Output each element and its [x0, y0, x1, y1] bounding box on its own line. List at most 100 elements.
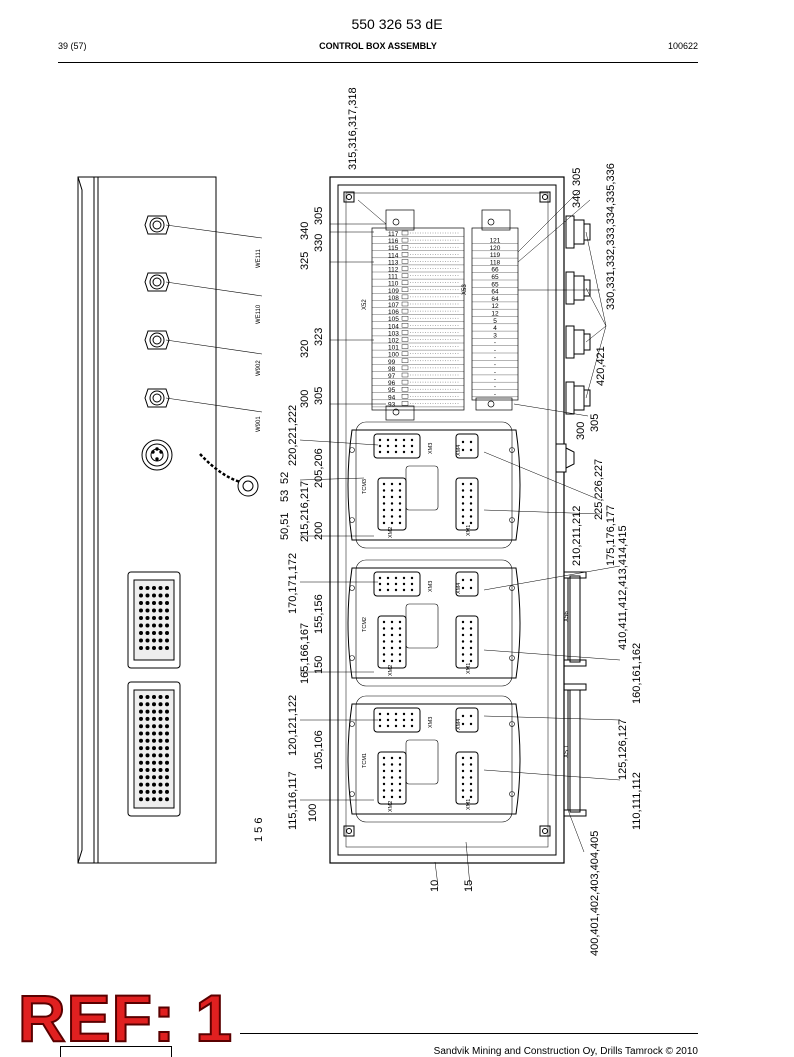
multipin-connector-small	[127, 571, 181, 669]
pin-dot	[165, 608, 169, 613]
callout-170: 170,171,172	[287, 553, 299, 614]
pin-dot	[145, 760, 150, 765]
pin-dot	[152, 731, 156, 736]
pin-dot	[145, 746, 150, 751]
pin-dot	[165, 702, 169, 707]
label-xm2: XM2	[388, 527, 394, 538]
callout-215: 215,216,217	[299, 481, 311, 542]
pin-dot	[145, 695, 150, 699]
pin-dot	[158, 738, 163, 743]
terminal-left-label: 96	[388, 380, 396, 387]
label-xm2: XM2	[388, 801, 394, 812]
label-xm2: XM2	[388, 665, 394, 676]
pin-dot	[139, 731, 143, 736]
pin-dot	[139, 782, 143, 787]
header-rule	[58, 62, 698, 63]
callout-165: 165,166,167	[299, 623, 311, 684]
side-panel	[77, 176, 217, 864]
pin-dot	[158, 789, 163, 794]
pin-dot	[152, 709, 156, 714]
terminal-left-label: 112	[388, 267, 399, 274]
pin-dot	[158, 601, 163, 605]
terminal-right-label: -	[494, 384, 496, 391]
pin-dot	[158, 623, 163, 628]
pin-dot	[158, 716, 163, 721]
label-w902: W902	[256, 360, 262, 376]
pin-dot	[165, 782, 169, 787]
callout-325: 325	[299, 252, 311, 270]
pin-dot	[152, 789, 156, 794]
terminal-right-label: 12	[491, 311, 499, 318]
pin-dot	[145, 623, 150, 628]
document-number: 550 326 53 dE	[351, 16, 443, 32]
connector-diagnostic	[141, 439, 173, 471]
callout-305c: 305	[589, 414, 601, 432]
terminal-right-label: 5	[493, 318, 497, 325]
pin-dot	[165, 731, 169, 736]
callout-210: 210,211,212	[571, 506, 583, 566]
pin-dot	[139, 601, 143, 605]
callout-305d: 305	[571, 168, 583, 186]
pin-dot	[145, 716, 150, 721]
pin-dot	[139, 797, 143, 802]
pin-dot	[165, 797, 169, 802]
leader-lines	[299, 189, 621, 887]
label-tcm2: TCM2	[362, 617, 368, 632]
callout-105: 105,106	[313, 730, 325, 770]
pin-dot	[158, 702, 163, 707]
label-we110: WE110	[256, 304, 262, 324]
pin-dot	[152, 702, 156, 707]
pin-dot	[165, 709, 169, 714]
callout-125: 125,126,127	[617, 719, 629, 780]
pin-dot	[165, 695, 169, 699]
pin-dot	[139, 709, 143, 714]
pin-dot	[139, 746, 143, 751]
callout-200: 200	[313, 522, 325, 540]
pin-dot	[139, 695, 143, 699]
pin-dot	[158, 616, 163, 620]
pin-dot	[165, 738, 169, 743]
revision-number: 100622	[667, 41, 698, 51]
rail-x56	[563, 571, 587, 667]
pin-dot	[145, 731, 150, 736]
callout-300a: 300	[299, 390, 311, 408]
pin-dot	[145, 724, 150, 729]
terminal-left-label: 100	[388, 352, 399, 359]
pin-dot	[152, 695, 156, 699]
pin-dot	[158, 782, 163, 787]
pin-dot	[152, 738, 156, 743]
pin-dot	[158, 746, 163, 751]
label-xm4: XM4	[456, 583, 462, 594]
callout-205: 205,206	[313, 448, 325, 488]
pin-dot	[145, 709, 150, 714]
callouts: 315,316,317,318 305 340 330 325 320 323 …	[253, 87, 643, 956]
label-xm4: XM4	[456, 719, 462, 730]
callout-156: 1 5 6	[253, 818, 265, 842]
label-xm3: XM3	[428, 717, 434, 728]
pin-dot	[152, 586, 156, 590]
terminal-left-label: 93	[388, 401, 396, 408]
callout-315: 315,316,317,318	[347, 87, 359, 170]
connector-we111	[144, 215, 170, 235]
terminal-left-label: 95	[388, 387, 396, 394]
label-x52: X52	[362, 299, 368, 310]
pin-dot	[145, 789, 150, 794]
callout-305b: 305	[313, 387, 325, 405]
pin-dot	[165, 775, 169, 780]
pin-dot	[152, 623, 156, 628]
pin-dot	[165, 586, 169, 590]
label-xm4: XM4	[456, 445, 462, 456]
pin-dot	[158, 586, 163, 590]
pin-dot	[145, 601, 150, 605]
pin-dot	[158, 646, 163, 650]
pin-dot	[165, 646, 169, 650]
label-x56: X56	[564, 611, 570, 622]
terminal-right-label: -	[494, 354, 496, 361]
pin-dot	[139, 702, 143, 707]
pin-dot	[158, 768, 163, 772]
pin-dot	[158, 709, 163, 714]
callout-300b: 300	[575, 422, 587, 440]
